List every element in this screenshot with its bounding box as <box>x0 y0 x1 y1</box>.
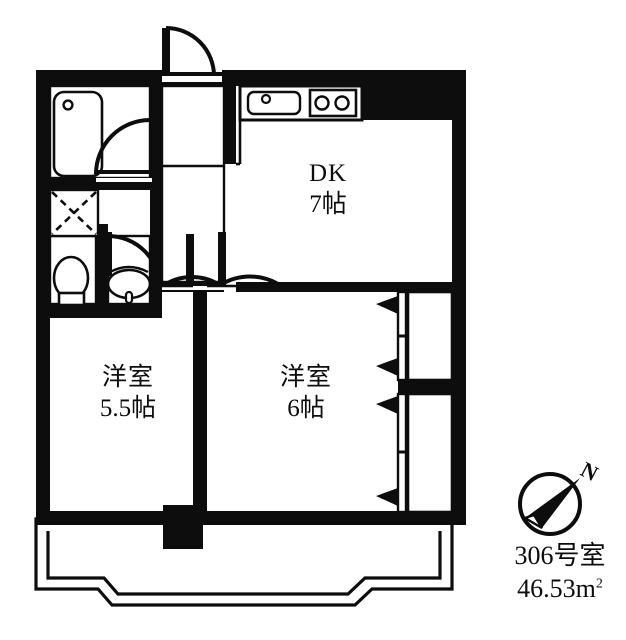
room-label-right-name: 洋室 <box>279 364 332 391</box>
unit-area-unit: m <box>575 574 596 604</box>
unit-area-unit-exponent: 2 <box>595 576 603 592</box>
balcony <box>34 517 454 607</box>
unit-number: 306号室 <box>514 541 606 570</box>
room-label-left: 洋室 5.5帖 <box>58 364 198 423</box>
washing-machine-space-icon <box>48 188 100 238</box>
bathtub-icon <box>52 90 104 178</box>
bedroom-right-door <box>218 232 279 286</box>
toilet-icon <box>52 255 90 307</box>
room-label-dk: DK 7帖 <box>258 160 398 219</box>
wall-corner-bl <box>36 511 50 525</box>
gas-stove-icon <box>308 88 358 118</box>
interior-walls <box>36 86 466 549</box>
room-label-right: 洋室 6帖 <box>236 364 376 423</box>
window-bath <box>96 72 150 82</box>
kitchen-sink-icon <box>246 90 302 116</box>
window-right-room <box>236 511 398 525</box>
washbasin-icon <box>106 265 152 305</box>
room-label-right-size: 6帖 <box>287 395 325 422</box>
unit-info: 306号室 46.53m2 <box>494 540 626 604</box>
washroom-door <box>107 232 162 289</box>
kitchen-wall-block <box>362 86 466 120</box>
entrance-door <box>162 26 224 86</box>
wall-corner-br <box>452 511 466 525</box>
bedroom-left-door <box>162 234 224 290</box>
room-label-left-name: 洋室 <box>101 364 154 391</box>
kitchen-counter <box>238 84 364 122</box>
window-left-room <box>50 511 163 525</box>
unit-area: 46.53m2 <box>494 573 626 604</box>
unit-area-value: 46.53 <box>517 574 576 604</box>
bath-door <box>94 118 152 182</box>
closet-upper <box>376 290 454 382</box>
compass-label: N <box>577 457 603 487</box>
room-label-dk-size: 7帖 <box>309 191 347 218</box>
north-arrow-icon: N <box>518 457 603 536</box>
closet-lower <box>376 392 454 514</box>
room-label-left-size: 5.5帖 <box>99 395 157 422</box>
room-label-dk-name: DK <box>308 160 348 187</box>
